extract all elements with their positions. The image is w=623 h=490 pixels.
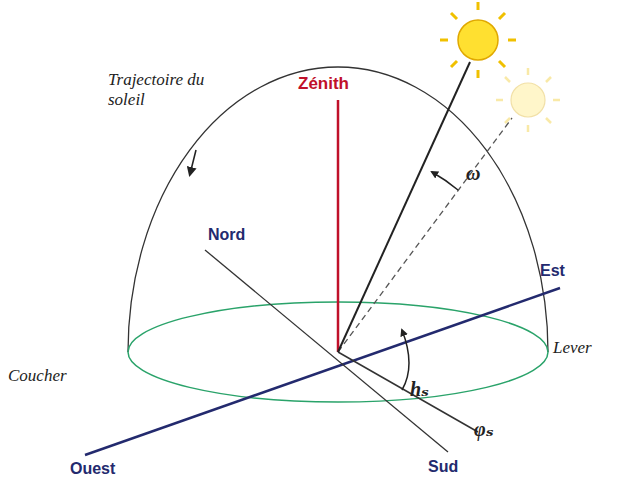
azimuth-line (338, 352, 478, 432)
north-south-axis (205, 250, 448, 452)
angle-symbol: ω (466, 162, 480, 185)
trajectory-dome (128, 67, 548, 352)
sun-icon-faded (496, 68, 560, 132)
direction-label: Sud (428, 458, 458, 476)
west-east-axis (85, 288, 560, 455)
direction-label: Nord (208, 226, 245, 244)
direction-label: Ouest (70, 460, 115, 478)
angle-symbol: φₛ (474, 418, 494, 441)
trajectory-label: Trajectoire du soleil (108, 70, 218, 109)
direction-label: Est (540, 262, 565, 280)
angle-symbol: hₛ (410, 378, 429, 401)
sun-icon (440, 2, 516, 78)
sun-ray (338, 62, 470, 352)
sunset-label: Coucher (8, 366, 67, 386)
zenith-line (337, 100, 340, 352)
zenith-label: Zénith (298, 74, 349, 94)
omega-arc (432, 172, 458, 190)
sunrise-label: Lever (553, 338, 592, 358)
trajectory-arrow (190, 150, 196, 174)
sun-ray-dashed (338, 118, 512, 352)
height-arc (402, 330, 409, 390)
